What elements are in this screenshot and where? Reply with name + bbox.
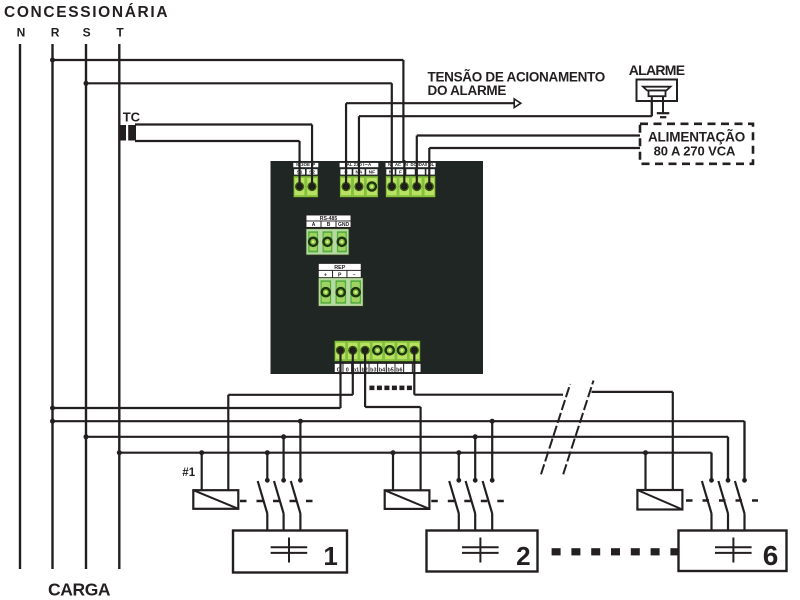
svg-text:T: T: [116, 26, 124, 40]
svg-text:C: C: [337, 367, 341, 373]
svg-text:0: 0: [346, 367, 349, 373]
svg-text:AC: AC: [395, 162, 401, 167]
svg-text:P: P: [338, 273, 342, 279]
svg-text:b5: b5: [388, 367, 394, 373]
svg-text:DA0: DA0: [419, 162, 428, 167]
svg-text:N: N: [388, 162, 391, 167]
svg-text:6: 6: [763, 540, 779, 571]
svg-text:N: N: [17, 26, 26, 40]
svg-text:b1: b1: [353, 367, 359, 373]
svg-text:b3: b3: [370, 367, 376, 373]
svg-text:2: 2: [516, 541, 530, 571]
svg-text:I0 3OE IP: I0 3OE IP: [296, 162, 315, 167]
svg-text:S: S: [83, 26, 91, 40]
svg-text:GND: GND: [338, 222, 350, 228]
svg-text:ALARME: ALARME: [629, 62, 685, 78]
svg-text:+: +: [324, 273, 327, 279]
svg-text:TC: TC: [123, 110, 141, 125]
svg-text:F: F: [399, 169, 402, 175]
svg-text:NF: NF: [369, 169, 375, 175]
svg-text:A: A: [312, 222, 316, 228]
svg-text:−: −: [353, 273, 356, 279]
svg-text:DC0: DC0: [411, 162, 420, 167]
svg-text:DL: DL: [429, 162, 435, 167]
svg-text:N: N: [405, 162, 408, 167]
svg-text:B: B: [327, 222, 331, 228]
svg-text:CONCESSIONÁRIA: CONCESSIONÁRIA: [4, 4, 169, 21]
svg-text:REP: REP: [334, 265, 345, 271]
svg-text:R: R: [51, 26, 60, 40]
svg-text:ALIMENTAÇÃO: ALIMENTAÇÃO: [648, 129, 745, 144]
svg-text:80 A 270 VCA: 80 A 270 VCA: [654, 143, 736, 158]
svg-text:1: 1: [323, 541, 337, 571]
svg-text:#1: #1: [182, 467, 195, 479]
svg-text:TENSÃO DE ACIONAMENTO: TENSÃO DE ACIONAMENTO: [428, 69, 605, 84]
svg-text:RS-485: RS-485: [320, 216, 338, 222]
svg-text:CARGA: CARGA: [48, 579, 111, 599]
svg-text:b6: b6: [396, 367, 402, 373]
svg-text:b4: b4: [379, 367, 385, 373]
svg-text:DO ALARME: DO ALARME: [428, 83, 507, 98]
